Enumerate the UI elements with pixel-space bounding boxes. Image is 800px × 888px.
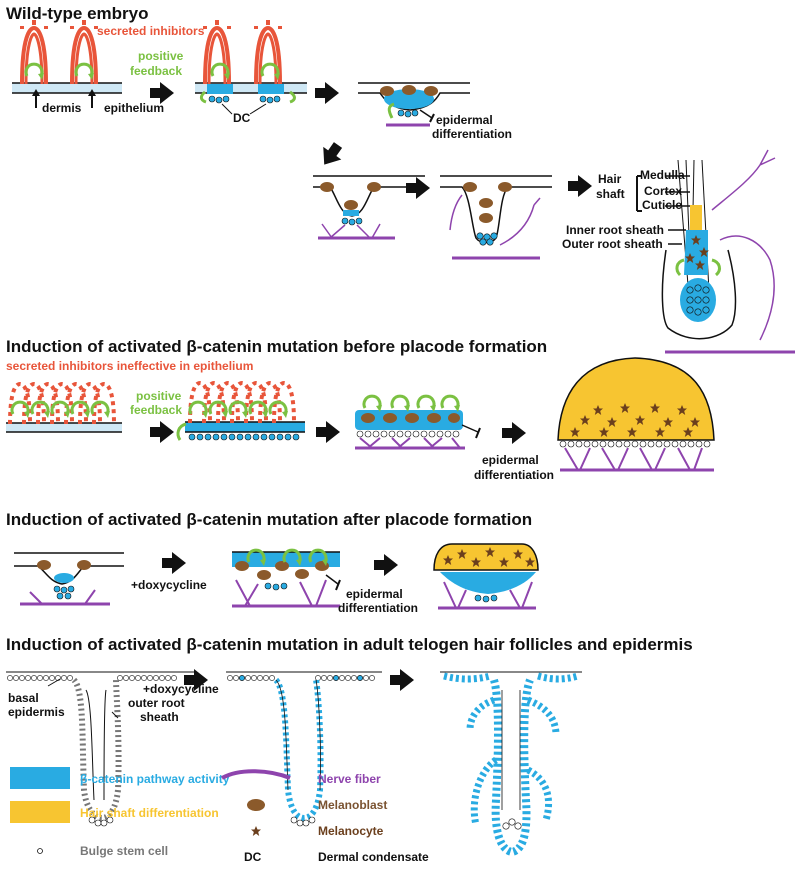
arrow-icon <box>315 82 339 104</box>
arrow-icon <box>568 175 592 197</box>
legend-dermal-condensate: Dermal condensate <box>318 850 429 864</box>
wild-type-panel-2 <box>195 18 307 115</box>
arrow-icon <box>406 177 430 199</box>
wild-type-panel-1 <box>12 18 122 108</box>
label-epidermal: epidermal <box>436 113 493 127</box>
label-cortex: Cortex <box>644 184 682 198</box>
arrow-icon <box>150 421 174 443</box>
label-epithelium: epithelium <box>104 101 164 115</box>
legend-beta-catenin: β-catenin pathway activity <box>80 772 230 786</box>
legend-swatch-hair-shaft <box>10 801 70 823</box>
label-epidermis: epidermis <box>8 705 65 719</box>
legend-hair-shaft: Hair shaft differentiation <box>80 806 219 820</box>
legend-melanoblast: Melanoblast <box>318 798 387 812</box>
wild-type-panel-4 <box>313 175 425 240</box>
label-outer-root: outer root <box>128 696 185 710</box>
before-panel-2 <box>176 381 305 441</box>
title-wild-type: Wild-type embryo <box>6 4 149 23</box>
after-panel-4 <box>433 543 539 610</box>
adult-panel-3 <box>440 671 582 857</box>
before-panel-1 <box>6 382 122 433</box>
melanocyte-icon <box>251 826 261 836</box>
label-positive-2: positive <box>136 389 182 403</box>
label-differentiation: differentiation <box>432 127 512 141</box>
bulge-stem-cell-icon <box>37 848 43 854</box>
adult-panel-2 <box>226 671 382 827</box>
label-hair: Hair <box>598 172 622 186</box>
legend-melanocyte: Melanocyte <box>318 824 384 838</box>
legend-nerve: Nerve fiber <box>318 772 381 786</box>
before-panel-3 <box>355 394 481 450</box>
nerve-fiber-icon <box>221 769 291 780</box>
wild-type-panel-6-follicle <box>636 149 795 354</box>
label-doxycycline-2: +doxycycline <box>143 682 219 696</box>
label-medulla: Medulla <box>640 168 685 182</box>
title-after-placode: Induction of activated β-catenin mutatio… <box>6 510 533 529</box>
label-epidermal-2: epidermal <box>482 453 539 467</box>
label-sheath: sheath <box>140 710 179 724</box>
label-inner-root-sheath: Inner root sheath <box>566 223 664 237</box>
label-doxycycline: +doxycycline <box>131 578 207 592</box>
label-differentiation-2: differentiation <box>474 468 554 482</box>
label-dc: DC <box>233 111 251 125</box>
after-panel-1 <box>14 552 124 606</box>
arrow-icon <box>374 554 398 576</box>
after-panel-2 <box>232 548 341 608</box>
label-shaft: shaft <box>596 187 625 201</box>
arrow-icon <box>315 138 348 171</box>
adult-panel-1 <box>6 671 196 827</box>
label-positive: positive <box>138 49 184 63</box>
legend-bulge: Bulge stem cell <box>80 844 168 858</box>
label-secreted-inhibitors-ineffective: secreted inhibitors ineffective in epith… <box>6 359 253 373</box>
arrow-icon <box>502 422 526 444</box>
label-basal: basal <box>8 691 39 705</box>
before-panel-4 <box>557 357 715 472</box>
wild-type-panel-5 <box>440 175 552 260</box>
label-cuticle: Cuticle <box>642 198 682 212</box>
label-outer-root-sheath: Outer root sheath <box>562 237 663 251</box>
arrow-icon <box>162 552 186 574</box>
label-differentiation-3: differentiation <box>338 601 418 615</box>
label-dermis: dermis <box>42 101 82 115</box>
label-epidermal-3: epidermal <box>346 587 403 601</box>
arrow-icon <box>390 669 414 691</box>
label-feedback-2: feedback <box>130 403 182 417</box>
title-before-placode: Induction of activated β-catenin mutatio… <box>6 337 548 356</box>
wild-type-panel-3 <box>358 82 470 127</box>
arrow-icon <box>316 421 340 443</box>
legend-swatch-beta-catenin <box>10 767 70 789</box>
label-feedback: feedback <box>130 64 182 78</box>
melanoblast-icon <box>247 799 265 811</box>
label-secreted-inhibitors: secreted inhibitors <box>97 24 205 38</box>
legend-dc-abbr: DC <box>244 850 262 864</box>
title-adult: Induction of activated β-catenin mutatio… <box>6 635 693 654</box>
